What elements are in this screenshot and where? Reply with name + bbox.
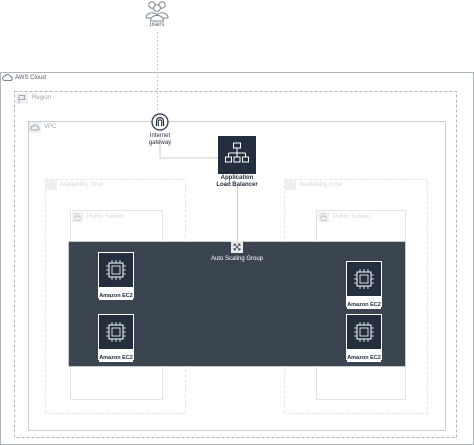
- auto-scaling-icon: [231, 241, 243, 253]
- ec2-chip-icon: [347, 262, 381, 296]
- application-load-balancer-node: [218, 136, 256, 174]
- internet-gateway-icon: [151, 113, 169, 131]
- public-subnet-left-label: Public Subnet: [87, 214, 125, 220]
- region-flag-icon: [16, 93, 28, 104]
- ec2-chip-icon: [99, 253, 133, 287]
- ec2-label: Amazon EC2: [99, 292, 133, 300]
- availability-zone-right-label: Availability zone: [299, 182, 342, 188]
- subnet-lock-icon: [318, 212, 329, 222]
- users-label: users: [149, 22, 165, 28]
- region-border: [14, 91, 457, 438]
- region-label: Region: [32, 95, 52, 101]
- load-balancer-label: Application Load Balancer: [205, 175, 269, 189]
- ec2-label: Amazon EC2: [347, 354, 381, 362]
- aws-cloud-label: AWS Cloud: [15, 75, 46, 81]
- availability-zone-left-label: Availability zone: [60, 182, 103, 188]
- availability-zone-icon: [285, 180, 296, 190]
- load-balancer-icon: [225, 142, 249, 163]
- auto-scaling-group-label: Auto Scaling Group: [210, 256, 264, 262]
- ec2-chip-icon: [99, 315, 133, 349]
- vpc-icon: [29, 122, 41, 133]
- ec2-chip-icon: [347, 315, 381, 349]
- ec2-instance: Amazon EC2: [346, 261, 382, 309]
- ec2-instance: Amazon EC2: [98, 314, 134, 362]
- cloud-icon: [2, 74, 13, 81]
- subnet-lock-icon: [72, 212, 83, 222]
- ec2-label: Amazon EC2: [347, 301, 381, 309]
- availability-zone-icon: [46, 180, 57, 190]
- ec2-instance: Amazon EC2: [346, 314, 382, 362]
- ec2-label: Amazon EC2: [99, 354, 133, 362]
- ec2-instance: Amazon EC2: [98, 252, 134, 300]
- vpc-border: [28, 121, 446, 431]
- load-balancer-label-line2: Load Balancer: [216, 182, 258, 188]
- public-subnet-right-label: Public Subnet: [333, 214, 371, 220]
- vpc-label: VPC: [44, 124, 57, 130]
- internet-gateway-label-line1: Internet: [149, 133, 171, 139]
- internet-gateway-label: Internet gateway: [136, 133, 184, 147]
- users-icon: [145, 1, 169, 22]
- internet-gateway-label-line2: gateway: [148, 140, 172, 146]
- load-balancer-label-line1: Application: [220, 175, 254, 181]
